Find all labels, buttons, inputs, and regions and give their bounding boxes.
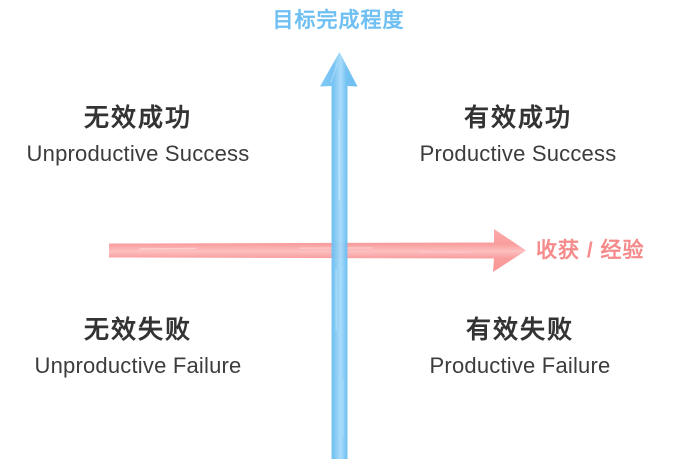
quadrant-top-right: 有效成功 Productive Success [382,104,654,166]
quadrant-bottom-right-label-en: Productive Failure [429,352,611,378]
quadrant-top-right-label-cn: 有效成功 [463,104,572,132]
quadrant-bottom-left-label-cn: 无效失败 [83,316,192,344]
quadrant-bottom-left: 无效失败 Unproductive Failure [2,316,274,378]
x-axis-arrow [109,229,526,272]
quadrant-bottom-left-label-en: Unproductive Failure [34,352,242,378]
y-axis-title: 目标完成程度 [272,9,405,32]
quadrant-bottom-right: 有效失败 Productive Failure [384,316,656,378]
quadrant-top-left-label-cn: 无效成功 [83,104,192,132]
x-axis-title: 收获 / 经验 [536,239,645,262]
quadrant-top-left-label-en: Unproductive Success [26,140,250,166]
y-axis-arrow [320,52,358,459]
quadrant-top-right-label-en: Productive Success [419,140,617,166]
quadrant-top-left: 无效成功 Unproductive Success [2,104,274,166]
quadrant-bottom-right-label-cn: 有效失败 [465,316,574,344]
